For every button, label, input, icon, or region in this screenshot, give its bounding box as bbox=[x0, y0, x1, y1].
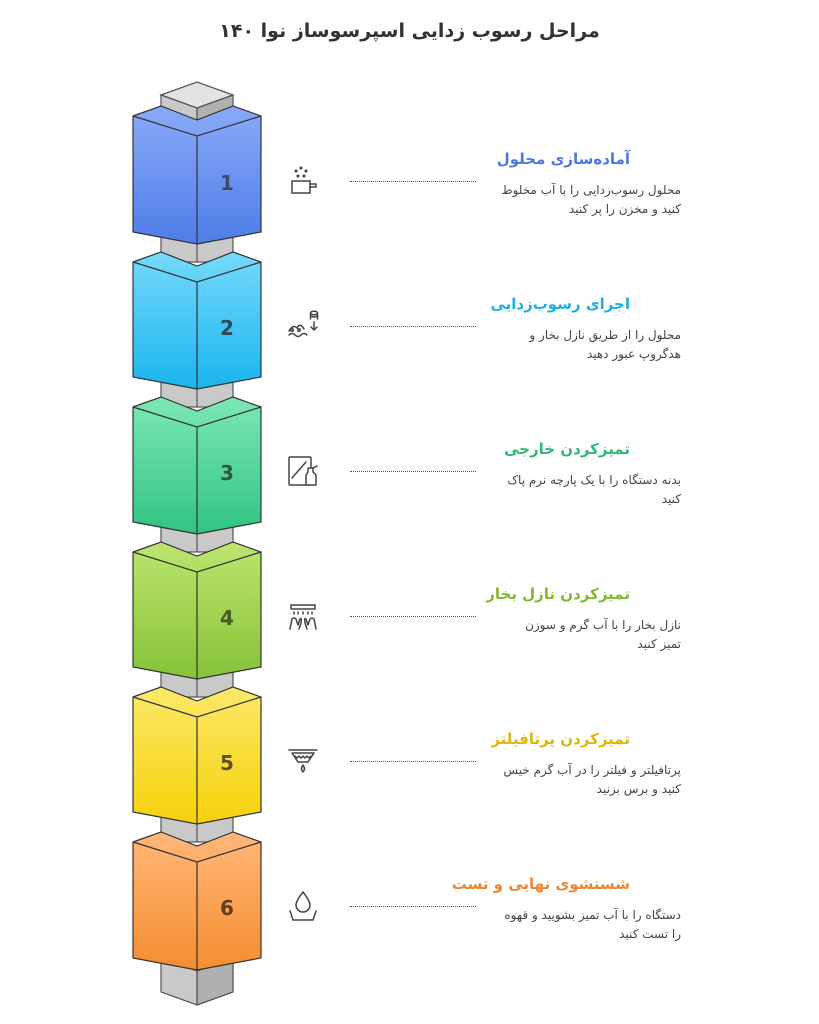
measuring-cup-icon bbox=[291, 166, 317, 194]
step-2-title: اجرای رسوب‌زدایی bbox=[490, 295, 630, 313]
step-6-number: 6 bbox=[220, 896, 234, 920]
step-3-description: بدنه دستگاه را با یک پارچه نرم پاک کنید bbox=[507, 473, 681, 506]
spray-cleaning-icon bbox=[288, 456, 318, 486]
step-3-number: 3 bbox=[220, 461, 234, 485]
step-3-connector bbox=[350, 471, 476, 472]
step-1-connector bbox=[350, 181, 476, 182]
step-4-number: 4 bbox=[220, 606, 234, 630]
descaling-flow-icon bbox=[288, 310, 319, 338]
step-5-connector bbox=[350, 761, 476, 762]
step-5-description: پرتافیلتر و فیلتر را در آب گرم خیس کنید … bbox=[503, 763, 681, 796]
step-6-title: شستشوی نهایی و تست bbox=[451, 875, 630, 893]
bottom-cap bbox=[160, 957, 234, 1006]
step-1-description: محلول رسوب‌زدایی را با آب مخلوط کنید و م… bbox=[501, 183, 682, 216]
step-6-description: دستگاه را با آب تمیز بشویید و قهوه را تس… bbox=[504, 908, 681, 941]
step-4-description: نازل بخار را با آب گرم و سوزن تمیز کنید bbox=[525, 618, 681, 651]
step-2-number: 2 bbox=[220, 316, 234, 340]
step-4-title: تمیزکردن نازل بخار bbox=[486, 585, 630, 603]
hand-washing-icon bbox=[289, 604, 317, 630]
step-5-title: تمیزکردن پرتافیلتر bbox=[491, 730, 630, 748]
water-drop-icon bbox=[289, 891, 317, 921]
step-5-cube: 5 bbox=[132, 686, 262, 825]
step-3-cube: 3 bbox=[132, 396, 262, 535]
step-2-connector bbox=[350, 326, 476, 327]
step-2-description: محلول را از طریق نازل بخار و هدگروپ عبور… bbox=[529, 328, 681, 361]
step-1-cube: 1 bbox=[132, 105, 262, 245]
step-3-title: تمیزکردن خارجی bbox=[504, 440, 630, 458]
step-6-connector bbox=[350, 906, 476, 907]
step-5-number: 5 bbox=[220, 751, 234, 775]
step-2-cube: 2 bbox=[132, 251, 262, 390]
step-1-number: 1 bbox=[220, 171, 234, 195]
filter-soak-icon bbox=[288, 749, 318, 773]
step-4-connector bbox=[350, 616, 476, 617]
step-1-title: آماده‌سازی محلول bbox=[496, 150, 630, 168]
step-6-cube: 6 bbox=[132, 831, 262, 971]
step-4-cube: 4 bbox=[132, 541, 262, 680]
page-title: مراحل رسوب زدایی اسپرسوساز نوا ۱۴۰ bbox=[219, 20, 600, 42]
